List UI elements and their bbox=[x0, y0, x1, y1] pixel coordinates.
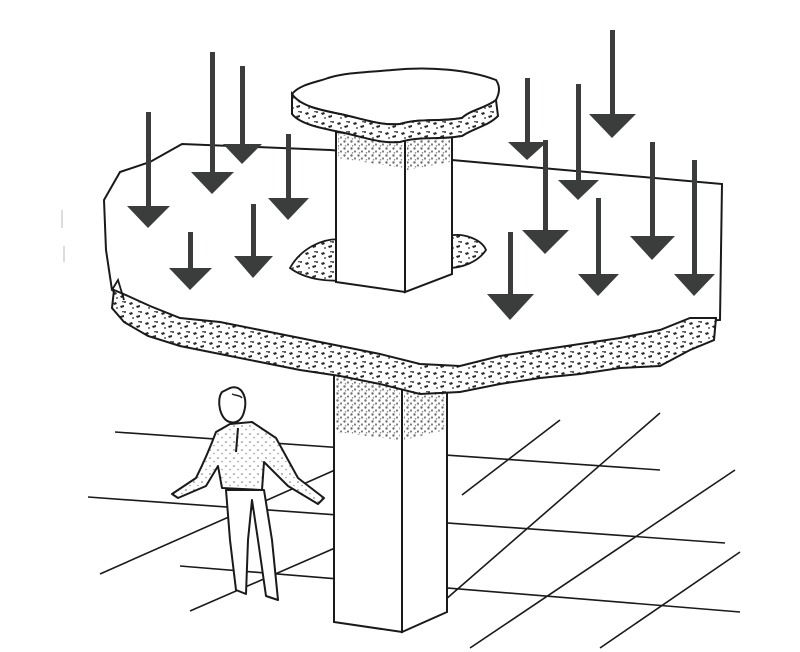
lower-column bbox=[333, 360, 448, 634]
load-arrow bbox=[578, 198, 619, 296]
load-arrow bbox=[127, 112, 170, 228]
scan-marks bbox=[61, 210, 65, 262]
load-arrow bbox=[234, 204, 273, 278]
load-arrow bbox=[169, 232, 212, 290]
load-arrows bbox=[127, 30, 715, 320]
load-arrow bbox=[508, 78, 547, 160]
load-arrow bbox=[487, 232, 534, 320]
load-arrow bbox=[674, 160, 715, 296]
load-arrow bbox=[589, 30, 636, 138]
load-arrow bbox=[191, 52, 234, 194]
load-arrow bbox=[268, 134, 309, 220]
column-cap bbox=[290, 67, 500, 144]
load-arrow bbox=[522, 140, 569, 254]
load-arrow bbox=[558, 84, 599, 200]
load-arrow bbox=[223, 66, 262, 164]
person-figure bbox=[171, 386, 325, 601]
punching-crack bbox=[288, 234, 488, 282]
upper-column bbox=[335, 130, 453, 294]
load-arrow bbox=[630, 142, 675, 260]
